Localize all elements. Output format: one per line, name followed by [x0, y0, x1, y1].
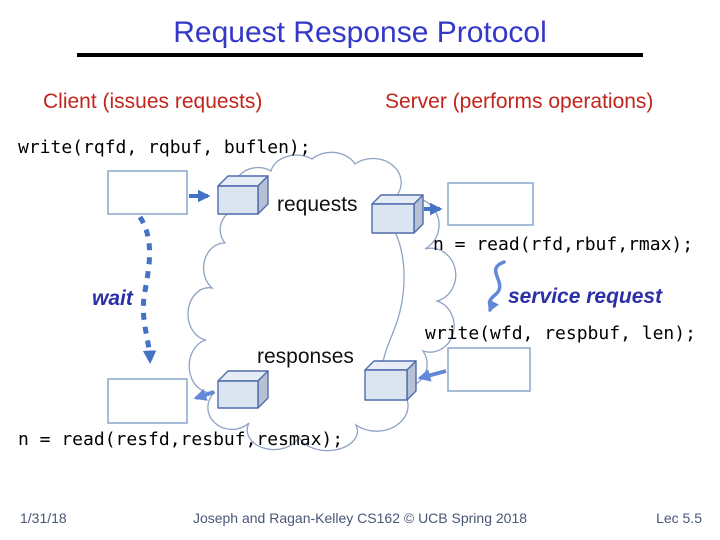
client-response-box — [107, 378, 188, 424]
request-packet-cube-server — [371, 194, 424, 234]
server-heading: Server (performs operations) — [385, 90, 654, 113]
code-server-read: n = read(rfd,rbuf,rmax); — [433, 234, 694, 255]
footer-date: 1/31/18 — [20, 510, 67, 526]
footer-lecture-number: Lec 5.5 — [656, 510, 702, 526]
footer-credit: Joseph and Ragan-Kelley CS162 © UCB Spri… — [192, 510, 528, 526]
service-request-squiggle-arrow — [487, 260, 506, 313]
requests-label: requests — [277, 193, 358, 216]
client-receive-arrow — [193, 388, 215, 401]
responses-label: responses — [257, 345, 354, 368]
cloud-inner-curve — [382, 233, 405, 363]
wait-dashed-arrow — [137, 215, 157, 365]
server-request-box — [447, 182, 534, 226]
code-server-write: write(wfd, respbuf, len); — [425, 323, 696, 344]
client-request-box — [107, 170, 188, 215]
response-packet-cube-server — [364, 360, 417, 401]
slide-title: Request Response Protocol — [173, 16, 547, 49]
wait-label: wait — [92, 287, 133, 310]
request-packet-cube-client — [217, 175, 269, 215]
code-client-write: write(rqfd, rqbuf, buflen); — [18, 137, 311, 158]
server-response-box — [447, 347, 531, 392]
title-underline — [77, 53, 643, 57]
code-client-read: n = read(resfd,resbuf,resmax); — [18, 429, 344, 450]
service-request-label: service request — [508, 285, 663, 308]
response-packet-cube-client — [217, 370, 269, 409]
server-send-arrow — [417, 369, 447, 382]
client-heading: Client (issues requests) — [43, 90, 263, 113]
